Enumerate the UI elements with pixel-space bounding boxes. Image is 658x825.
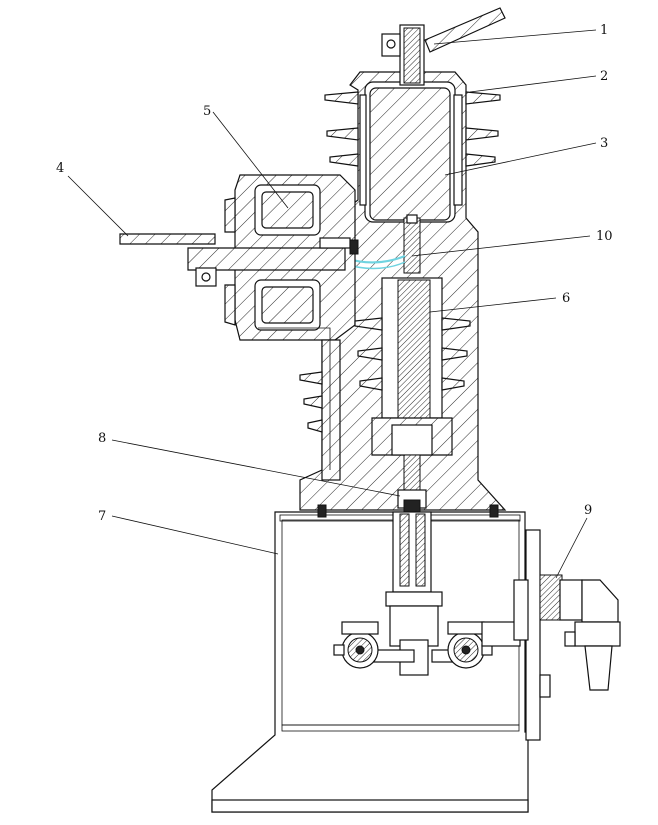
label-10: 10 [596, 229, 613, 244]
label-3: 3 [600, 136, 608, 151]
contact-stem [403, 214, 421, 274]
side-terminal [119, 197, 359, 326]
label-1: 1 [600, 23, 608, 38]
callout-labels: 1 2 3 4 5 6 7 8 9 10 [56, 23, 613, 524]
insulating-pull-rod [354, 277, 471, 496]
label-6: 6 [562, 291, 570, 306]
left-wheel [333, 621, 379, 669]
leader-lines [67, 29, 597, 579]
side-panel [513, 529, 551, 741]
label-9: 9 [584, 503, 592, 518]
label-2: 2 [600, 69, 608, 84]
drive-linkage [373, 511, 473, 676]
lower-bushing-column [258, 327, 341, 481]
aviation-connector [539, 574, 621, 691]
label-7: 7 [98, 509, 106, 524]
label-8: 8 [98, 431, 106, 446]
label-4: 4 [56, 161, 64, 176]
label-5: 5 [203, 104, 211, 119]
top-terminal [381, 7, 506, 86]
vacuum-interrupter [359, 81, 463, 223]
